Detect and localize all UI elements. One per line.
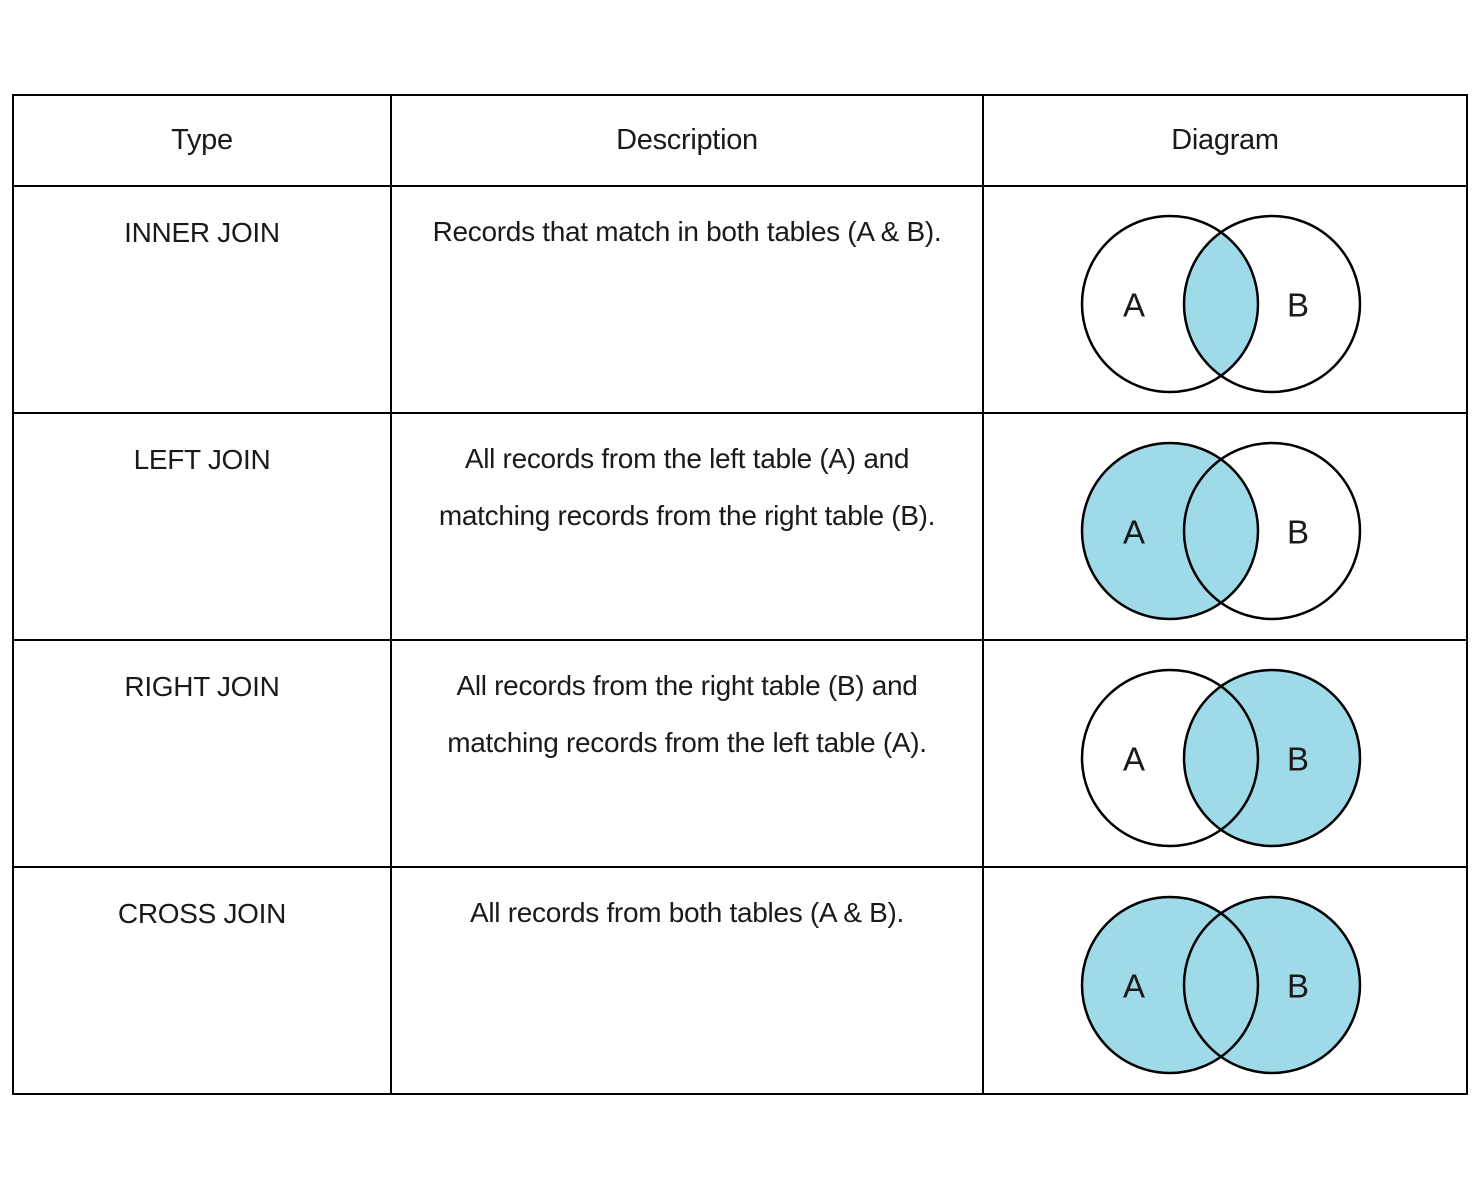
circle-b-label: B [1287, 741, 1309, 778]
table-row-right-join: RIGHT JOIN All records from the right ta… [12, 639, 1468, 868]
circle-a-label: A [1123, 968, 1145, 1005]
header-row: Type Description Diagram [12, 94, 1468, 187]
table-row-left-join: LEFT JOIN All records from the left tabl… [12, 412, 1468, 641]
header-type: Type [12, 94, 392, 187]
table-row-inner-join: INNER JOIN Records that match in both ta… [12, 185, 1468, 414]
description-line: matching records from the left table (A)… [447, 727, 927, 758]
header-description: Description [390, 94, 984, 187]
circle-b-outline [1182, 668, 1362, 848]
join-description: Records that match in both tables (A & B… [390, 185, 984, 414]
description-line: Records that match in both tables (A & B… [432, 216, 942, 247]
join-type-label: RIGHT JOIN [12, 639, 392, 868]
join-description: All records from the right table (B) and… [390, 639, 984, 868]
circle-b-label: B [1287, 968, 1309, 1005]
circle-b-fill [1184, 670, 1360, 846]
description-line [392, 941, 982, 998]
description-line [392, 260, 982, 317]
description-line: All records from the left table (A) and [464, 443, 910, 474]
join-description: All records from the left table (A) and … [390, 412, 984, 641]
join-description: All records from both tables (A & B). [390, 866, 984, 1095]
circle-a-outline [1080, 895, 1260, 1075]
header-diagram: Diagram [982, 94, 1468, 187]
circle-a-label: A [1123, 287, 1145, 324]
intersection-region [1184, 216, 1258, 392]
circle-b-outline [1182, 895, 1362, 1075]
sql-join-table: Type Description Diagram INNER JOIN Reco… [12, 94, 1468, 1095]
description-line: matching records from the right table (B… [438, 500, 936, 531]
circle-b-label: B [1287, 287, 1309, 324]
circle-a-outline [1080, 214, 1260, 394]
description-line: All records from the right table (B) and [456, 670, 918, 701]
join-type-label: CROSS JOIN [12, 866, 392, 1095]
circle-a-label: A [1123, 741, 1145, 778]
circle-a-outline [1080, 441, 1260, 621]
join-type-label: LEFT JOIN [12, 412, 392, 641]
circle-a-label: A [1123, 514, 1145, 551]
circle-a-fill [1082, 443, 1258, 619]
circle-a-outline [1080, 668, 1260, 848]
table-row-cross-join: CROSS JOIN All records from both tables … [12, 866, 1468, 1095]
join-type-label: INNER JOIN [12, 185, 392, 414]
circle-b-outline [1182, 214, 1362, 394]
circle-b-outline [1182, 441, 1362, 621]
circle-b-label: B [1287, 514, 1309, 551]
circle-b-fill [1184, 897, 1360, 1073]
description-line: All records from both tables (A & B). [470, 897, 904, 928]
